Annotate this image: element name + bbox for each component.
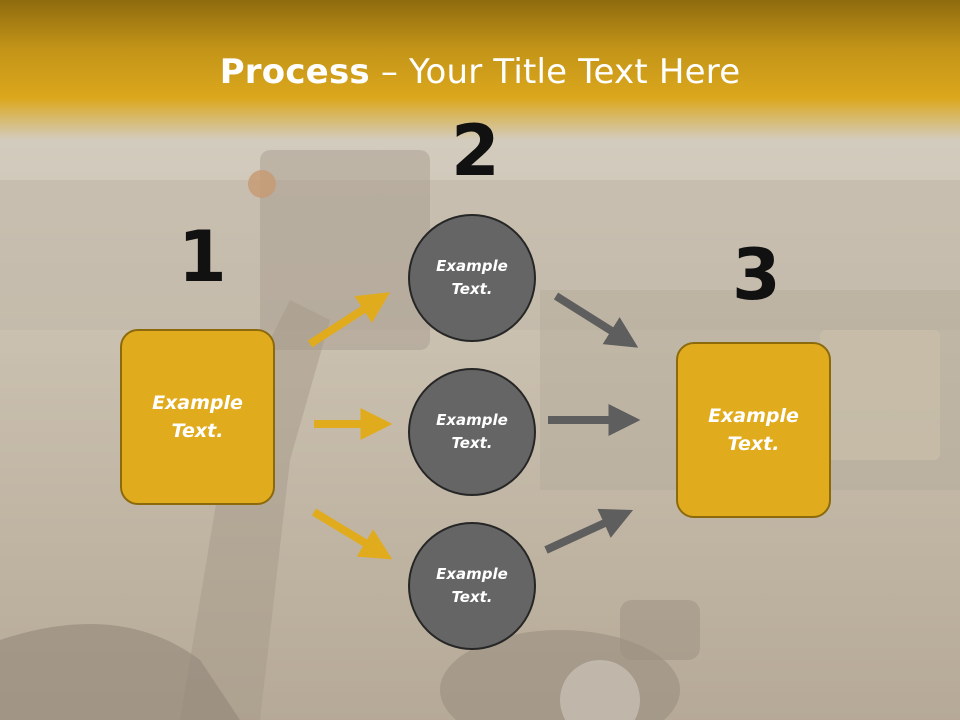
left-box-line1: Example: [152, 391, 243, 414]
arrow-yellow-down: [311, 508, 393, 560]
right-text-box: Example Text.: [676, 342, 831, 518]
circle-top-line1: Example: [436, 256, 508, 275]
circle-bottom-line2: Text.: [451, 588, 493, 606]
header-band: [0, 0, 960, 140]
arrow-gray-down: [553, 292, 639, 348]
arrow-yellow-up: [307, 292, 391, 348]
arrow-gray-up: [544, 508, 634, 554]
circle-middle-line1: Example: [436, 410, 508, 429]
title-bold: Process: [219, 52, 370, 92]
circle-middle-line2: Text.: [451, 434, 493, 452]
slide-title: Process – Your Title Text Here: [0, 52, 960, 92]
step-number-2: 2: [451, 110, 500, 192]
left-text-box: Example Text.: [120, 329, 275, 505]
step-number-1: 1: [178, 216, 227, 298]
circle-top-line2: Text.: [451, 280, 493, 298]
step-number-3: 3: [732, 234, 781, 316]
circle-bottom: Example Text.: [408, 522, 536, 650]
circle-bottom-line1: Example: [436, 564, 508, 583]
right-box-line1: Example: [708, 404, 799, 427]
title-rest: – Your Title Text Here: [369, 52, 741, 92]
circle-middle: Example Text.: [408, 368, 536, 496]
right-box-line2: Text.: [727, 433, 780, 455]
circle-top: Example Text.: [408, 214, 536, 342]
left-box-line2: Text.: [171, 420, 224, 442]
